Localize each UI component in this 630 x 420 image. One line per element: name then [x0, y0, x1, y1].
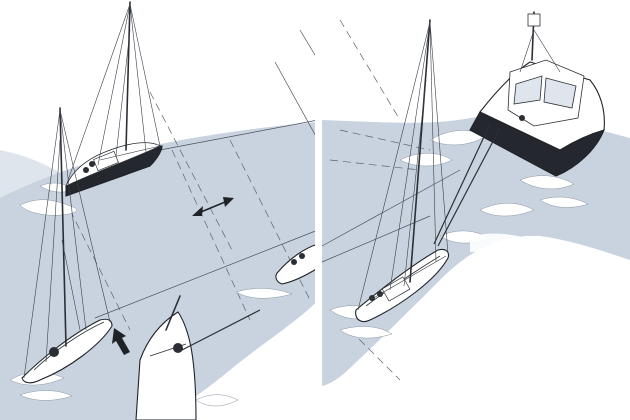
- motorboat-towing: [469, 11, 605, 177]
- right-panel: [321, 11, 630, 386]
- sailboat-partial-right: [235, 243, 319, 299]
- left-panel: [0, 0, 319, 420]
- motorboat-wake: [399, 130, 589, 244]
- towline: [433, 123, 491, 245]
- double-headed-arrow-icon: [192, 197, 234, 216]
- sailboat-lower-left: [9, 107, 113, 401]
- sailboat-towed: [329, 19, 450, 339]
- bow-towing-foreground: [135, 295, 261, 420]
- direction-arrow-icon: [112, 328, 130, 355]
